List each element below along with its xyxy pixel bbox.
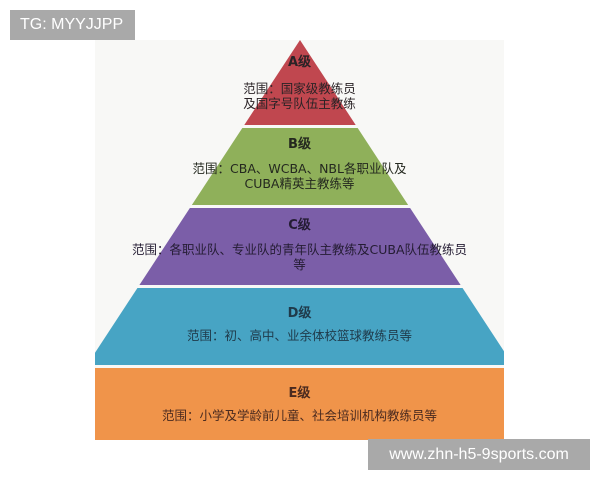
tier-b-text: B级 范围：CBA、WCBA、NBL各职业队及 CUBA精英主教练等 bbox=[95, 137, 504, 191]
tier-e-shape bbox=[95, 368, 504, 440]
tier-d-desc-line1: 范围：初、高中、业余体校篮球教练员等 bbox=[186, 328, 412, 343]
tier-b-title: B级 bbox=[288, 137, 311, 152]
pyramid-shapes bbox=[95, 40, 504, 440]
tier-d-title: D级 bbox=[287, 306, 312, 321]
tier-c-title: C级 bbox=[288, 218, 311, 233]
tier-a-text: A级 范围：国家级教练员 及国字号队伍主教练 bbox=[95, 55, 504, 111]
tier-e-title: E级 bbox=[288, 386, 311, 401]
tier-c-text: C级 范围：各职业队、专业队的青年队主教练及CUBA队伍教练员 等 bbox=[95, 218, 504, 272]
tier-b-shape bbox=[191, 128, 409, 205]
tier-d-text: D级 范围：初、高中、业余体校篮球教练员等 bbox=[95, 306, 504, 343]
tier-d-shape bbox=[95, 288, 504, 365]
tier-a-desc-line2: 及国字号队伍主教练 bbox=[243, 96, 356, 111]
tier-c-shape bbox=[139, 208, 461, 285]
tier-c-desc-line2: 等 bbox=[293, 257, 306, 272]
tier-e-desc-line1: 范围：小学及学龄前儿童、社会培训机构教练员等 bbox=[161, 408, 437, 423]
tier-c-desc-line1: 范围：各职业队、专业队的青年队主教练及CUBA队伍教练员 bbox=[131, 242, 467, 257]
tier-e-text: E级 范围：小学及学龄前儿童、社会培训机构教练员等 bbox=[95, 386, 504, 423]
tier-a-desc-line1: 范围：国家级教练员 bbox=[243, 81, 356, 96]
watermark-website: www.zhn-h5-9sports.com bbox=[368, 439, 590, 470]
tier-b-desc-line1: 范围：CBA、WCBA、NBL各职业队及 bbox=[192, 161, 407, 176]
tier-b-desc-line2: CUBA精英主教练等 bbox=[244, 176, 355, 191]
watermark-telegram: TG: MYYJJPP bbox=[10, 10, 135, 40]
pyramid-diagram: A级 范围：国家级教练员 及国字号队伍主教练 B级 范围：CBA、WCBA、NB… bbox=[95, 40, 504, 440]
tier-a-shape bbox=[244, 40, 356, 125]
tier-a-title: A级 bbox=[287, 55, 312, 70]
